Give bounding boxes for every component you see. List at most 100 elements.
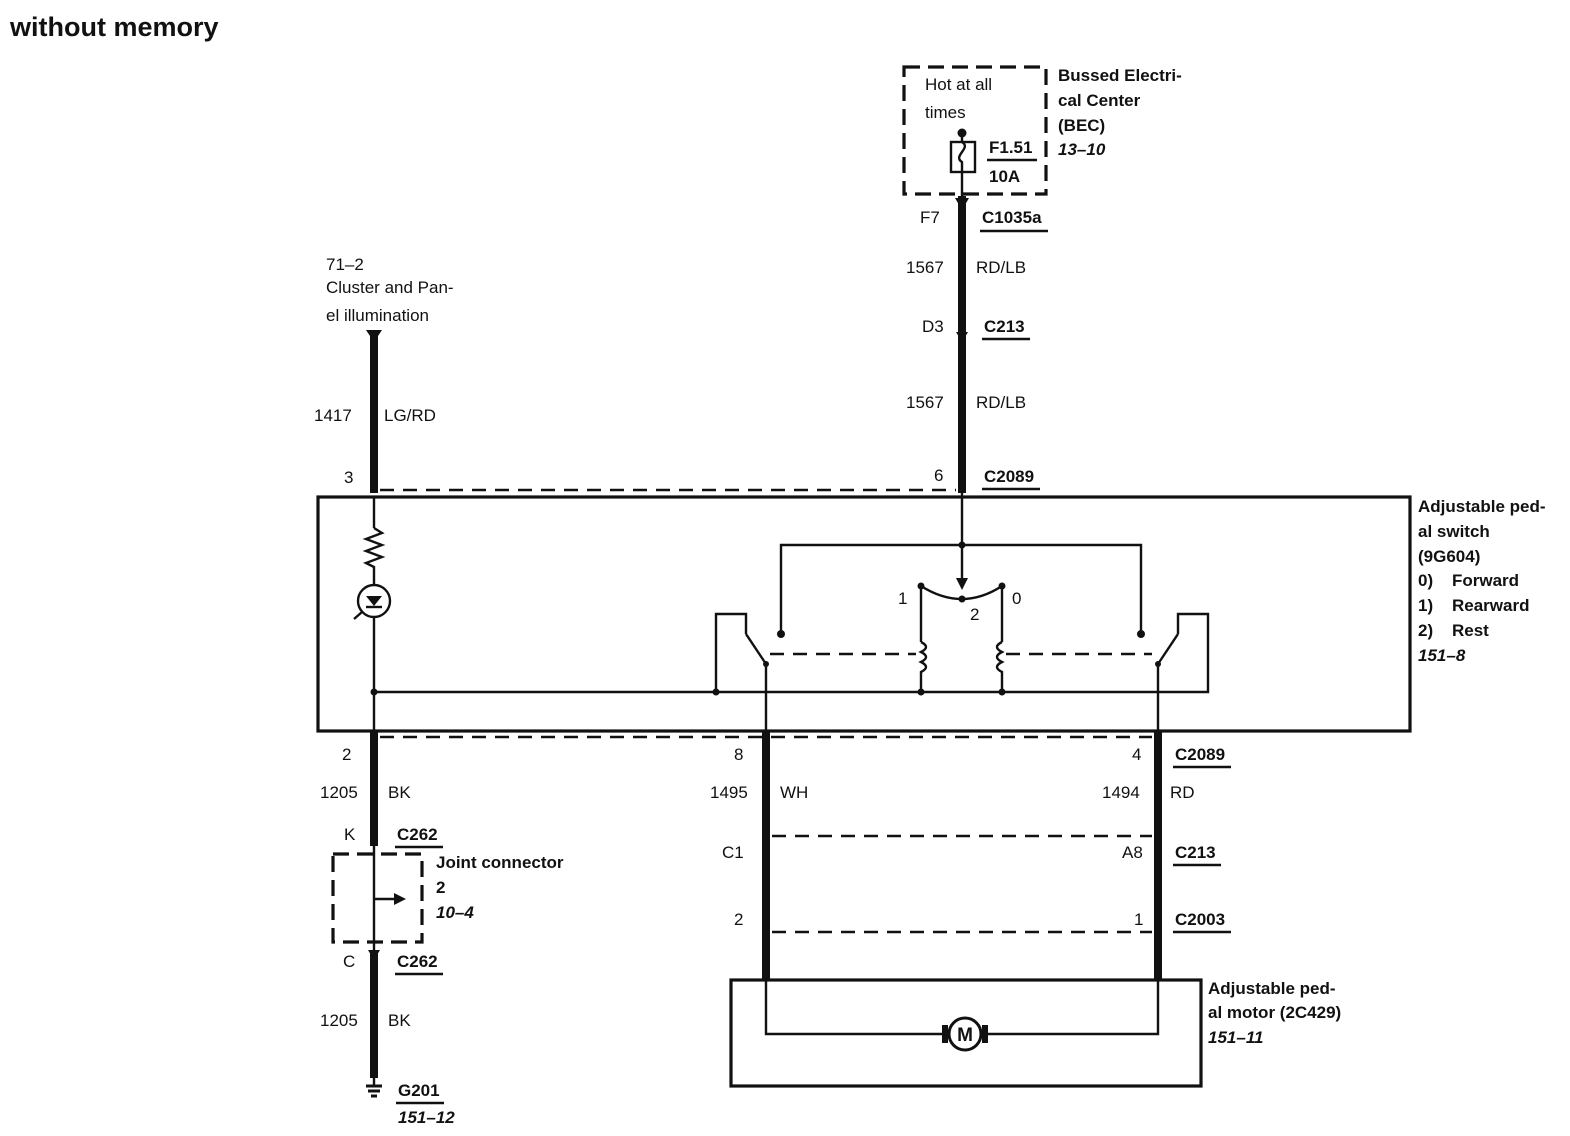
resistor-icon: [362, 526, 386, 586]
joint-number: 2: [436, 878, 445, 897]
circuit-1495: 1495: [710, 783, 748, 802]
diagram-title: without memory: [9, 12, 219, 42]
motor-name-1: Adjustable ped-: [1208, 979, 1336, 998]
connector-c2089-bottom: C2089: [1175, 745, 1225, 764]
switch-contact-1: 1: [898, 589, 907, 608]
joint-arrow-icon: [394, 893, 406, 905]
circuit-1567-a: 1567: [906, 258, 944, 277]
illumination-ref: 71–2: [326, 255, 364, 274]
bec-name-2: cal Center: [1058, 91, 1141, 110]
pin-2: 2: [342, 745, 351, 764]
relay-right-nc-contact: [1137, 630, 1145, 638]
switch-ref: 151–8: [1418, 646, 1466, 665]
illumination-name-1: Cluster and Pan-: [326, 278, 454, 297]
pedal-motor-box: [729, 978, 1203, 1088]
pin-2-c2003: 2: [734, 910, 743, 929]
connector-c2003: C2003: [1175, 910, 1225, 929]
coil-left-icon: [918, 640, 928, 692]
circuit-1567-b: 1567: [906, 393, 944, 412]
switch-part: (9G604): [1418, 547, 1480, 566]
color-wh: WH: [780, 783, 808, 802]
switch-wiper-arrow: [956, 578, 968, 590]
connector-c262-bottom: C262: [397, 952, 438, 971]
splice-c2089-pin4: [1155, 734, 1161, 740]
left-relay-ground: [714, 612, 748, 692]
bec-box: [902, 65, 1048, 196]
color-rd: RD: [1170, 783, 1195, 802]
pin-6: 6: [934, 466, 943, 485]
splice-c2089-pin3: [371, 487, 377, 493]
pin-c1: C1: [722, 843, 744, 862]
pin-3: 3: [344, 468, 353, 487]
pin-8: 8: [734, 745, 743, 764]
motor-lead-left: [764, 980, 944, 1036]
connector-c213-bottom: C213: [1175, 843, 1216, 862]
pin-4: 4: [1132, 745, 1141, 764]
switch-pos1: 1): [1418, 596, 1433, 615]
fuse-id: F1.51: [989, 138, 1032, 157]
splice-c2089-pin6: [959, 487, 965, 493]
node-716: [712, 688, 720, 696]
switch-contact-0: 0: [1012, 589, 1021, 608]
fuse-rating: 10A: [989, 167, 1020, 186]
relay-right-arm: [1157, 633, 1179, 665]
switch-name-1: Adjustable ped-: [1418, 497, 1546, 516]
motor-icon: M: [942, 1016, 988, 1052]
switch-pos2-label: Rest: [1452, 621, 1489, 640]
pin-a8: A8: [1122, 843, 1143, 862]
splice-c2089-pin2: [371, 734, 377, 740]
bec-name-1: Bussed Electri-: [1058, 66, 1182, 85]
bec-hot-label-2: times: [925, 103, 966, 122]
motor-symbol: M: [957, 1025, 973, 1046]
ground-bus-wire: [374, 612, 1210, 694]
color-bk-b: BK: [388, 1011, 411, 1030]
switch-pos0: 0): [1418, 571, 1433, 590]
bec-hot-label-1: Hot at all: [925, 75, 992, 94]
switch-pos1-label: Rearward: [1452, 596, 1529, 615]
color-bk-a: BK: [388, 783, 411, 802]
joint-ref: 10–4: [436, 903, 474, 922]
ground-ref: 151–12: [398, 1108, 455, 1127]
circuit-1205-b: 1205: [320, 1011, 358, 1030]
connector-c262-top: C262: [397, 825, 438, 844]
pin-f7: F7: [920, 208, 940, 227]
color-lgrd: LG/RD: [384, 406, 436, 425]
contact-2-dot: [958, 595, 966, 603]
connector-arrow-c1035a: [955, 198, 969, 210]
color-rdlb-a: RD/LB: [976, 258, 1026, 277]
joint-connector-box: [331, 852, 424, 944]
coil-right-icon: [995, 640, 1005, 692]
relay-left-arm: [745, 633, 767, 665]
circuit-1494: 1494: [1102, 783, 1140, 802]
illumination-name-2: el illumination: [326, 306, 429, 325]
circuit-1205-a: 1205: [320, 783, 358, 802]
switch-pos2: 2): [1418, 621, 1433, 640]
connector-c213-top: C213: [984, 317, 1025, 336]
circuit-1417: 1417: [314, 406, 352, 425]
switch-contact-2: 2: [970, 605, 979, 624]
connector-c2089-top: C2089: [984, 467, 1034, 486]
bec-name-3: (BEC): [1058, 116, 1105, 135]
motor-lead-right: [986, 980, 1160, 1036]
pin-k: K: [344, 825, 356, 844]
pin-d3: D3: [922, 317, 944, 336]
ground-id: G201: [398, 1081, 440, 1100]
connector-c1035a: C1035a: [982, 208, 1042, 227]
relay-power-bus: [779, 543, 1143, 633]
motor-name-2: al motor (2C429): [1208, 1003, 1341, 1022]
splice-c2089-pin8: [763, 734, 769, 740]
switch-name-2: al switch: [1418, 522, 1490, 541]
switch-pos0-label: Forward: [1452, 571, 1519, 590]
motor-ref: 151–11: [1208, 1028, 1263, 1047]
pin-1-c2003: 1: [1134, 910, 1143, 929]
ground-icon: [366, 1078, 382, 1098]
joint-name: Joint connector: [436, 853, 564, 872]
color-rdlb-b: RD/LB: [976, 393, 1026, 412]
pin-c: C: [343, 952, 355, 971]
bec-ref: 13–10: [1058, 140, 1106, 159]
relay-left-nc-contact: [777, 630, 785, 638]
lamp-diode-icon: [353, 583, 392, 620]
pedal-switch-box: [316, 495, 1412, 733]
fuse-icon: [949, 133, 977, 196]
